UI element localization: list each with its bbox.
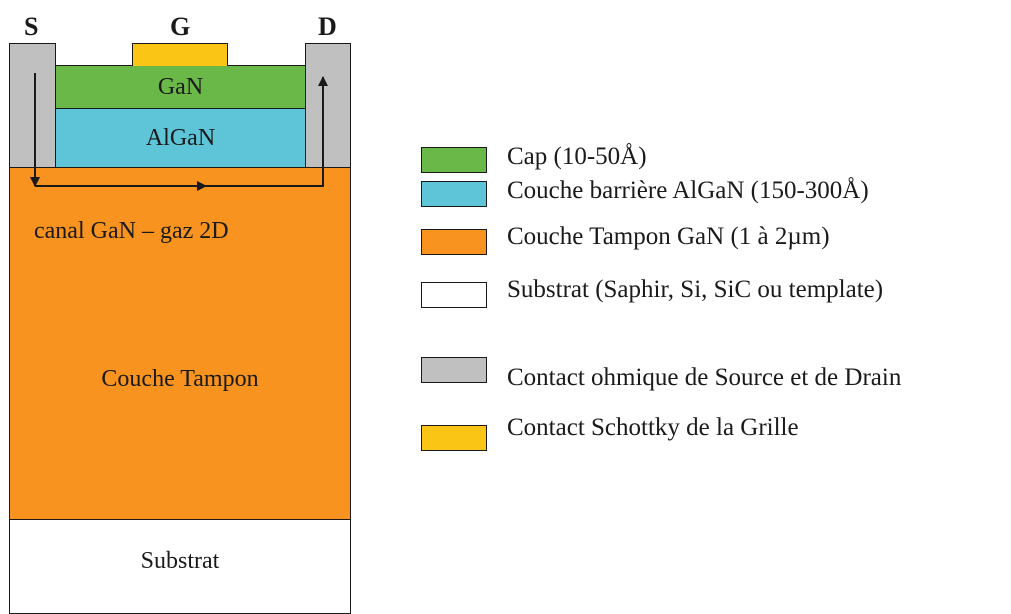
- gan-cap-label: GaN: [157, 74, 204, 100]
- legend-swatch-substrate: [421, 282, 487, 308]
- substrate-layer: [9, 519, 351, 614]
- buffer-label: Couche Tampon: [101, 366, 259, 392]
- substrate-label: Substrat: [140, 548, 220, 574]
- drain-terminal-label: D: [318, 12, 337, 41]
- legend-swatch-barrier: [421, 181, 487, 207]
- legend-label-substrate: Substrat (Saphir, Si, SiC ou template): [507, 276, 884, 303]
- legend-swatch-gate: [421, 425, 487, 451]
- legend-label-cap: Cap (10-50Å): [507, 143, 647, 170]
- algan-barrier-layer: [55, 108, 306, 168]
- gan-cap-layer: [55, 65, 306, 109]
- legend-label-barrier: Couche barrière AlGaN (150-300Å): [507, 177, 869, 204]
- legend-swatch-buffer: [421, 229, 487, 255]
- algan-label: AlGaN: [145, 125, 216, 151]
- legend-label-ohmic: Contact ohmique de Source et de Drain: [507, 364, 902, 391]
- buffer-layer: [9, 167, 351, 520]
- legend-swatch-ohmic: [421, 357, 487, 383]
- gate-terminal-label: G: [170, 12, 191, 41]
- legend-swatch-cap: [421, 147, 487, 173]
- legend-label-buffer: Couche Tampon GaN (1 à 2µm): [507, 223, 830, 250]
- source-terminal-label: S: [24, 12, 39, 41]
- drain-contact: [305, 43, 351, 168]
- legend-label-gate: Contact Schottky de la Grille: [507, 414, 799, 441]
- gate-contact: [132, 43, 228, 66]
- current-path-arrows: [30, 73, 328, 191]
- channel-label: canal GaN – gaz 2D: [34, 218, 229, 244]
- source-contact: [9, 43, 56, 168]
